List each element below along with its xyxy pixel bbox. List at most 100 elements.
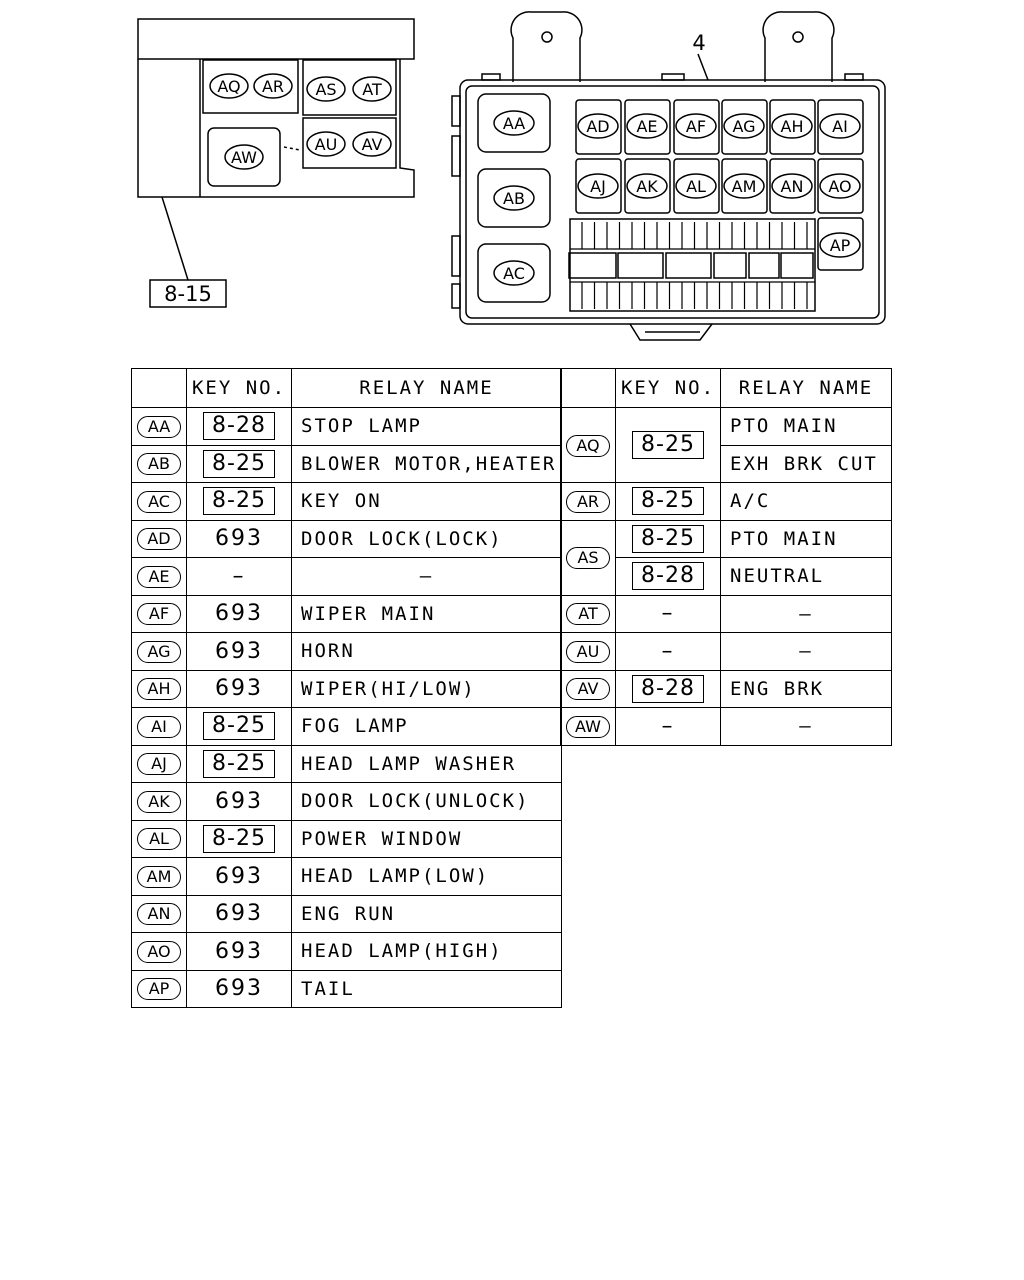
relay-name: NEUTRAL (720, 557, 892, 596)
header-relay-name: RELAY NAME (291, 368, 562, 408)
relay-code: AJ (137, 753, 181, 776)
relay-socket-oval (306, 76, 346, 102)
relay-code: AV (566, 678, 610, 701)
header-key-no: KEY NO. (615, 368, 721, 408)
relay-code: AR (566, 490, 610, 513)
key-no: 693 (215, 901, 263, 927)
relay-code: AD (137, 528, 181, 551)
key-no: 8-25 (203, 712, 275, 741)
relay-socket-oval (493, 110, 535, 136)
relay-code: AT (566, 603, 610, 626)
relay-name: PTO MAIN (720, 519, 892, 558)
relay-name: TAIL (291, 969, 562, 1008)
table-row: AS 8-25 PTO MAIN (560, 519, 892, 596)
relay-name: – (720, 707, 892, 746)
table-row: AW – – (560, 707, 892, 746)
relay-socket-label: AR (262, 77, 284, 96)
relay-socket-label: AT (362, 80, 382, 99)
relay-socket-oval (771, 173, 813, 199)
table-row: AG 693 HORN (131, 632, 562, 671)
relay-socket-label: AK (636, 177, 658, 196)
relay-name: KEY ON (291, 482, 562, 521)
key-no: 8-25 (632, 524, 704, 553)
relay-socket-label: AG (732, 117, 755, 136)
relay-socket-label: AM (732, 177, 757, 196)
relay-socket-oval (352, 76, 392, 102)
relay-name: HEAD LAMP WASHER (291, 744, 562, 783)
key-no: 8-28 (632, 562, 704, 591)
relay-name: STOP LAMP (291, 407, 562, 446)
relay-name: BLOWER MOTOR,HEATER (291, 444, 562, 483)
header-key-no: KEY NO. (186, 368, 292, 408)
relay-socket-label: AI (832, 117, 848, 136)
table-row: AM 693 HEAD LAMP(LOW) (131, 857, 562, 896)
relay-name: PTO MAIN (720, 407, 892, 446)
relay-socket-label: AB (503, 189, 525, 208)
relay-code: AS (566, 547, 610, 569)
relay-code: AA (137, 415, 181, 438)
header-blank (131, 368, 187, 408)
key-no: 8-25 (203, 487, 275, 516)
relay-socket-oval (224, 144, 264, 170)
relay-socket-oval (723, 113, 765, 139)
relay-socket-oval (626, 113, 668, 139)
relay-socket-oval (675, 173, 717, 199)
relay-name: DOOR LOCK(UNLOCK) (291, 782, 562, 821)
relay-socket-oval (771, 113, 813, 139)
table-row: AQ 8-25 PTO MAIN (560, 407, 892, 483)
relay-socket-label: AC (503, 264, 525, 283)
key-no: – (661, 601, 675, 627)
table-row: AU – – (560, 632, 892, 671)
key-no: 693 (215, 638, 263, 664)
relay-socket-oval (626, 173, 668, 199)
relay-name: EXH BRK CUT (720, 444, 892, 483)
relay-name: ENG BRK (720, 669, 892, 708)
relay-code: AW (566, 715, 610, 738)
relay-name: – (720, 632, 892, 671)
table-row: AT – – (560, 594, 892, 633)
relay-code: AG (137, 640, 181, 663)
table-row: AV 8-28 ENG BRK (560, 669, 892, 708)
relay-socket-oval (352, 131, 392, 157)
key-no: 693 (215, 676, 263, 702)
key-no: 693 (215, 601, 263, 627)
key-no: 8-25 (632, 487, 704, 516)
header-blank (560, 368, 616, 408)
relay-code: AE (137, 565, 181, 588)
relay-name: HORN (291, 632, 562, 671)
table-row: EXH BRK CUT (561, 444, 892, 483)
relay-code: AN (137, 903, 181, 926)
relay-socket-label: AA (503, 114, 525, 133)
relay-socket-label: AP (830, 236, 851, 255)
relay-code: AI (137, 715, 181, 738)
key-no: – (661, 713, 675, 739)
relay-table-right: KEY NO. RELAY NAME AQ 8-25 PTO MAIN EXH … (560, 368, 892, 746)
relay-socket-label: AL (686, 177, 706, 196)
relay-name: A/C (720, 482, 892, 521)
relay-code: AM (137, 865, 181, 888)
relay-socket-oval (209, 73, 249, 99)
table-row: AA 8-28 STOP LAMP (131, 407, 562, 446)
relay-socket-label: AH (781, 117, 804, 136)
key-no: 8-25 (632, 431, 704, 459)
relay-code: AC (137, 490, 181, 513)
relay-socket-label: AO (828, 177, 851, 196)
relay-socket-label: AW (231, 148, 257, 167)
relay-code: AB (137, 453, 181, 476)
key-no: 693 (215, 788, 263, 814)
key-no: 8-28 (203, 412, 275, 441)
relay-name: HEAD LAMP(LOW) (291, 857, 562, 896)
relay-socket-oval (493, 260, 535, 286)
key-no: 693 (215, 863, 263, 889)
key-no: 8-25 (203, 749, 275, 778)
table-row: AR 8-25 A/C (560, 482, 892, 521)
relay-name: – (720, 594, 892, 633)
